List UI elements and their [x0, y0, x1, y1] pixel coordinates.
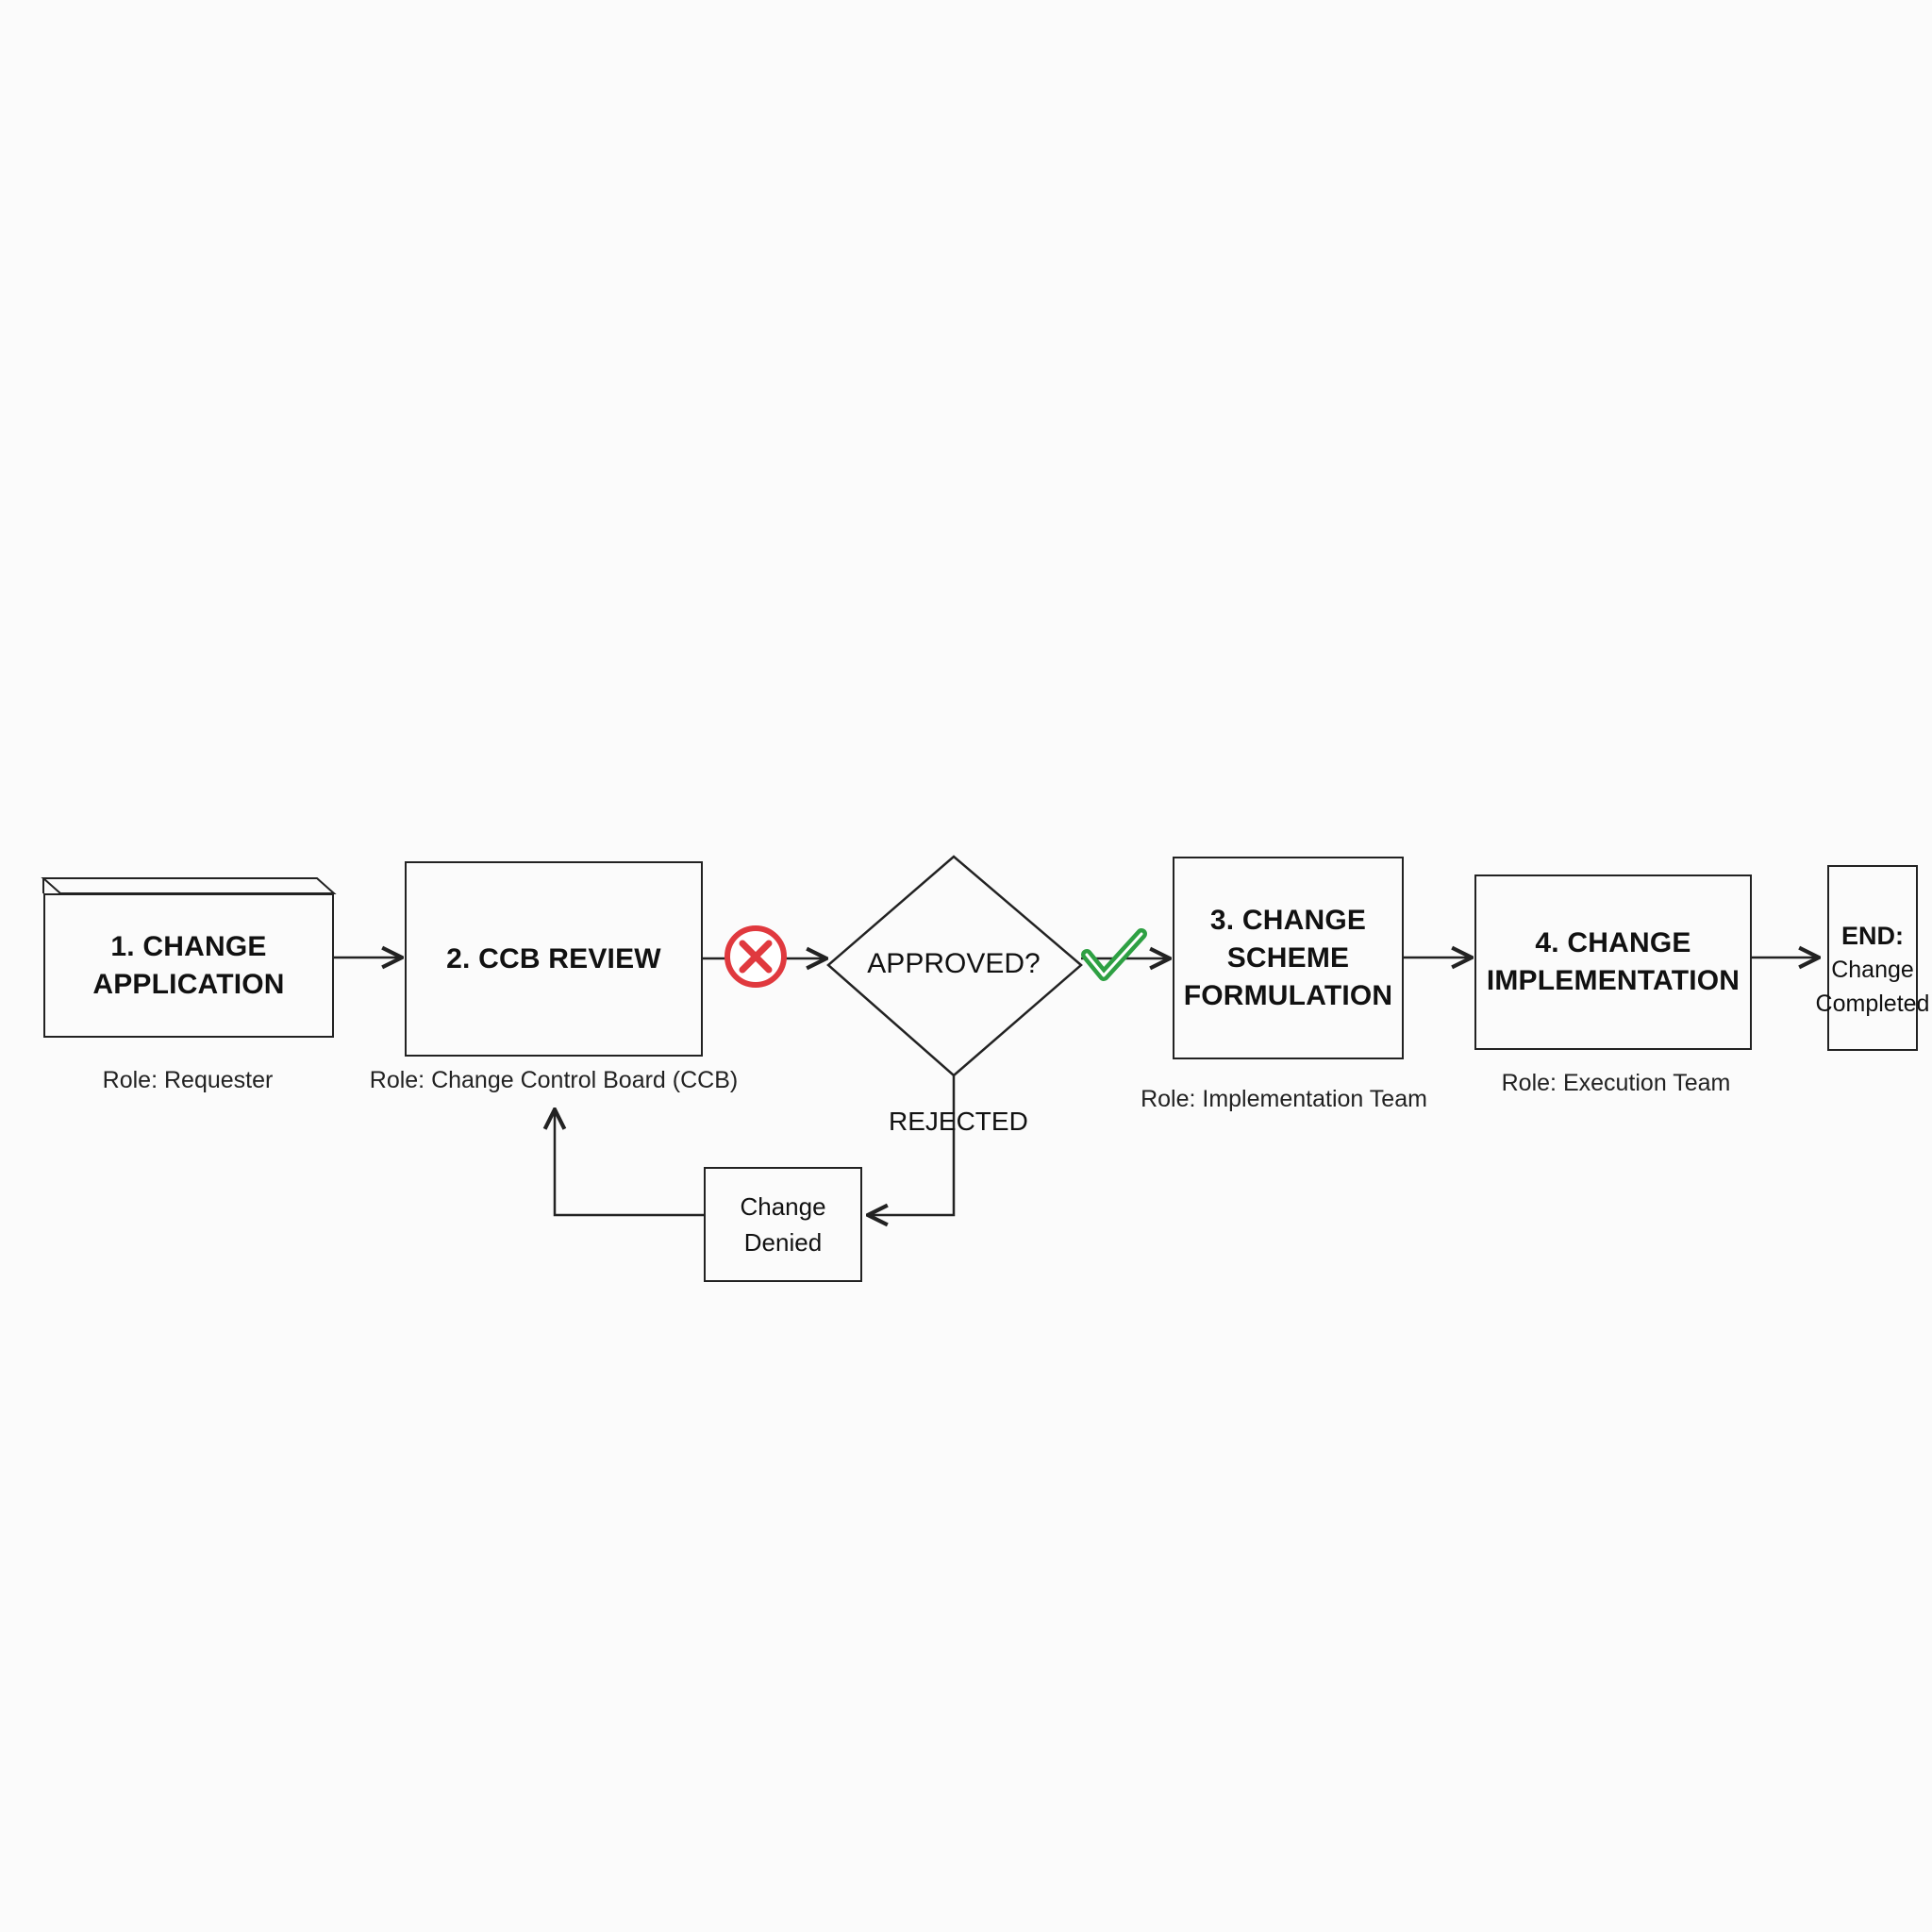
step-title-line: IMPLEMENTATION: [1486, 965, 1740, 996]
role-execution-team: Role: Execution Team: [1501, 1070, 1731, 1096]
step-title: 2. CCB REVIEW: [446, 942, 661, 974]
step-title-line: 3. CHANGE: [1209, 904, 1367, 936]
denied-text-line: Change: [740, 1192, 826, 1221]
end-text-line: Change: [1831, 957, 1914, 983]
step-change-implementation: 4. CHANGE IMPLEMENTATION: [1474, 874, 1752, 1050]
arrow-denied-to-review: [555, 1109, 704, 1217]
checkmark-icon: [1081, 928, 1147, 981]
step-title-line: 4. CHANGE: [1535, 927, 1691, 958]
step-title-line: FORMULATION: [1183, 979, 1393, 1011]
application-box-bevel: [41, 877, 337, 894]
step-ccb-review: 2. CCB REVIEW: [405, 861, 703, 1057]
decision-label: APPROVED?: [867, 948, 1041, 979]
step-title-line: SCHEME: [1226, 941, 1350, 974]
change-denied-box: Change Denied: [704, 1167, 862, 1282]
end-title: END:: [1841, 922, 1904, 950]
role-ccb: Role: Change Control Board (CCB): [369, 1067, 739, 1093]
step-change-scheme-formulation: 3. CHANGE SCHEME FORMULATION: [1173, 857, 1404, 1059]
end-text-line: Completed: [1815, 991, 1930, 1017]
end-node: END: Change Completed: [1816, 865, 1929, 1051]
x-circle-icon: [724, 925, 787, 988]
step-title-line: APPLICATION: [92, 968, 285, 1000]
role-implementation-team: Role: Implementation Team: [1141, 1086, 1427, 1112]
rejected-label: REJECTED: [889, 1107, 1028, 1136]
step-title-line: 1. CHANGE: [110, 930, 267, 962]
arrow-decision-to-denied: [868, 1075, 956, 1215]
step-change-application: 1. CHANGE APPLICATION: [43, 893, 334, 1038]
denied-text-line: Denied: [743, 1228, 823, 1257]
role-requester: Role: Requester: [102, 1067, 274, 1093]
